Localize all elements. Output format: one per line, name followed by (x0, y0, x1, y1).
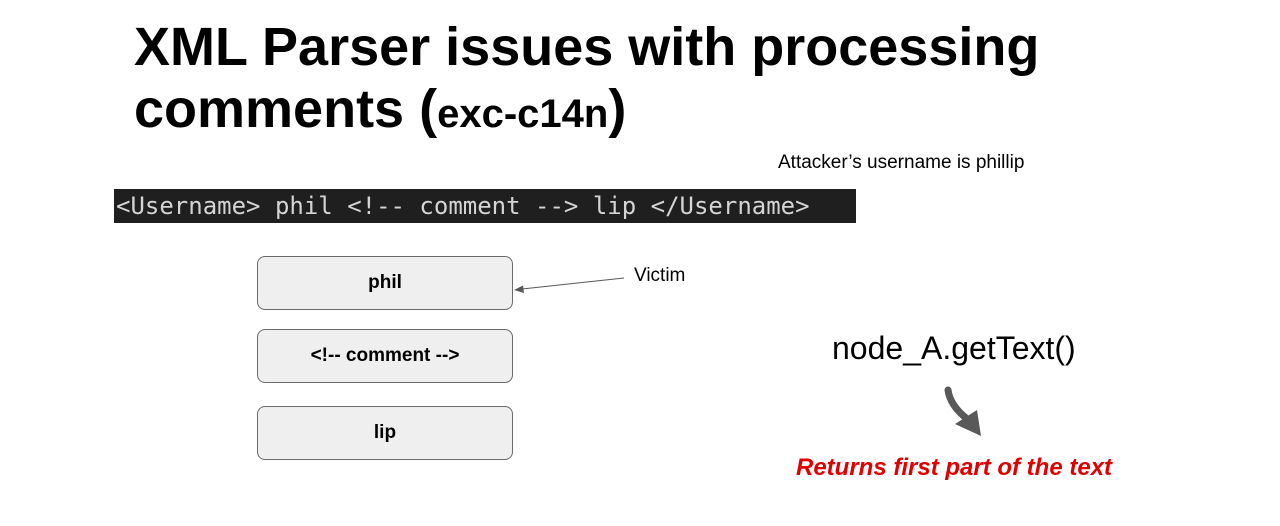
node-box-phil: phil (257, 256, 513, 310)
node-box-comment: <!-- comment --> (257, 329, 513, 383)
curved-arrow-shaft (944, 386, 970, 422)
title-paren-close: ) (608, 79, 627, 139)
curved-arrow-head-icon (955, 410, 981, 436)
code-snippet: <Username> phil <!-- comment --> lip </U… (114, 189, 856, 223)
slide-title: XML Parser issues with processing commen… (134, 16, 1039, 145)
node-box-lip: lip (257, 406, 513, 460)
method-call: node_A.getText() (832, 330, 1076, 366)
title-line-2: comments (134, 79, 420, 139)
title-paren-open: ( (419, 79, 438, 139)
title-paren-inner: exc-c14n (437, 92, 609, 136)
victim-label: Victim (634, 265, 686, 286)
victim-arrow-line (521, 277, 625, 290)
result-text: Returns first part of the text (796, 454, 1113, 481)
title-line-1: XML Parser issues with processing (134, 17, 1040, 77)
attacker-note: Attacker’s username is phillip (778, 152, 1025, 173)
victim-arrowhead-icon (514, 285, 524, 293)
